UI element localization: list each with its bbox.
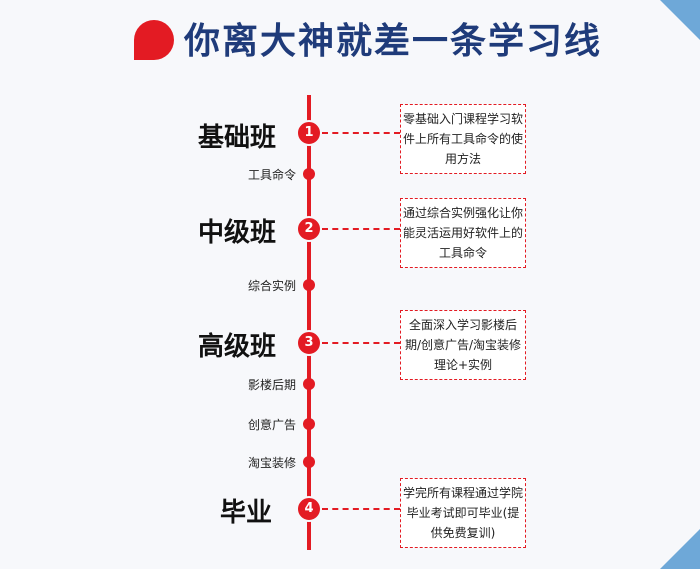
stage-label-advanced: 高级班 xyxy=(198,332,277,362)
subtopic-dot xyxy=(303,418,315,430)
subtopic-label: 综合实例 xyxy=(248,279,297,293)
stage-description-3: 全面深入学习影楼后期/创意广告/淘宝装修 理论+实例 xyxy=(400,310,526,380)
corner-decoration-bottom xyxy=(660,529,700,569)
stage-node-2: 2 xyxy=(296,216,322,242)
stage-description-2: 通过综合实例强化让你能灵活运用好软件上的工具命令 xyxy=(400,198,526,268)
subtopic-label: 工具命令 xyxy=(248,168,297,182)
stage-connector-4 xyxy=(322,508,400,510)
subtopic-dot xyxy=(303,168,315,180)
stage-node-3: 3 xyxy=(296,330,322,356)
stage-label-graduation: 毕业 xyxy=(220,498,273,528)
stage-description-1: 零基础入门课程学习软件上所有工具命令的使用方法 xyxy=(400,104,526,174)
subtopic-dot xyxy=(303,279,315,291)
stage-node-1: 1 xyxy=(296,120,322,146)
page-title: 你离大神就差一条学习线 xyxy=(184,21,603,62)
timeline-line xyxy=(307,95,311,550)
corner-decoration-top xyxy=(660,0,700,40)
subtopic-label: 影楼后期 xyxy=(248,378,297,392)
subtopic-dot xyxy=(303,378,315,390)
stage-node-4: 4 xyxy=(296,496,322,522)
stage-connector-1 xyxy=(322,132,400,134)
stage-label-intermediate: 中级班 xyxy=(198,218,277,248)
title-marker-icon xyxy=(134,20,174,60)
subtopic-label: 创意广告 xyxy=(248,418,297,432)
stage-connector-2 xyxy=(322,228,400,230)
stage-label-basic: 基础班 xyxy=(198,123,277,153)
subtopic-label: 淘宝装修 xyxy=(248,456,297,470)
subtopic-dot xyxy=(303,456,315,468)
stage-description-4: 学完所有课程通过学院毕业考试即可毕业(提供免费复训) xyxy=(400,478,526,548)
stage-connector-3 xyxy=(322,342,400,344)
